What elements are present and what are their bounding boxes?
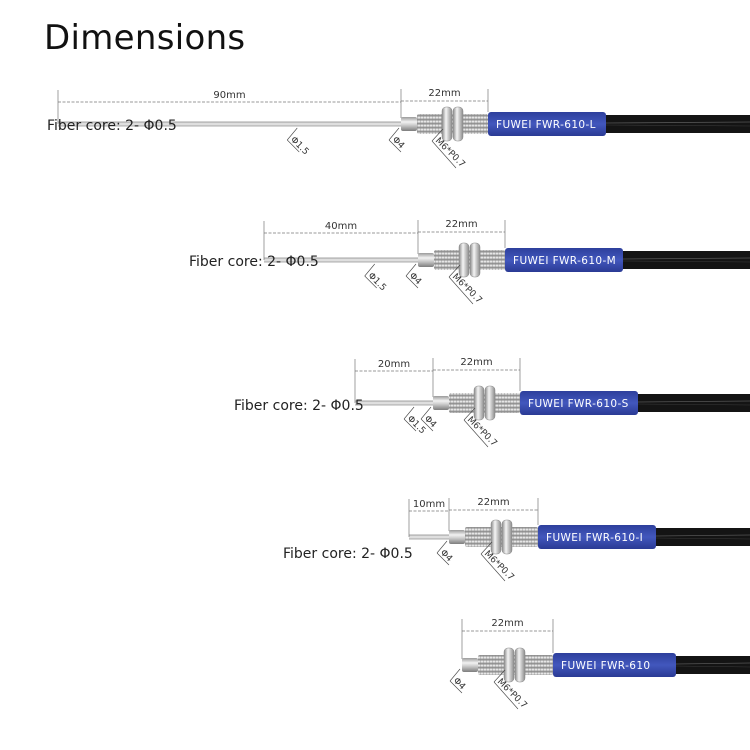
- tip-diameter-label: Φ4: [436, 540, 454, 566]
- probe-length-label: 20mm: [378, 359, 410, 370]
- fiber-core-label: Fiber core: 2- Φ0.5: [47, 118, 177, 134]
- model-sleeve: [553, 653, 676, 677]
- svg-text:Φ4: Φ4: [438, 548, 454, 564]
- svg-text:M6*P0.7: M6*P0.7: [482, 549, 516, 583]
- threaded-body: [465, 527, 538, 547]
- fiber-cable: [652, 528, 750, 546]
- fiber-core-label: Fiber core: 2- Φ0.5: [234, 398, 364, 414]
- lock-nut: [484, 385, 496, 421]
- probe-length-label: 40mm: [325, 221, 357, 232]
- probe-length-dimension: 90mm: [57, 90, 401, 124]
- model-label: FUWEI FWR-610-M: [513, 255, 616, 267]
- lock-nut: [452, 106, 464, 142]
- tip-section: [449, 530, 465, 544]
- svg-text:Φ4: Φ4: [407, 271, 423, 287]
- threaded-body: [449, 393, 520, 413]
- model-label: FUWEI FWR-610-I: [546, 532, 643, 544]
- body-length-dimension: 22mm: [461, 618, 554, 659]
- lock-nut: [501, 519, 513, 555]
- model-sleeve: [520, 391, 638, 415]
- fiber-cable: [619, 251, 750, 269]
- svg-text:M6*P0.7: M6*P0.7: [465, 415, 499, 449]
- model-sleeve: [538, 525, 656, 549]
- model-label: FUWEI FWR-610: [561, 660, 651, 672]
- svg-text:M6*P0.7: M6*P0.7: [450, 272, 484, 306]
- probe-tube: [355, 400, 433, 406]
- body-length-label: 22mm: [445, 219, 477, 230]
- lock-nut: [441, 106, 453, 142]
- probe-length-dimension: 10mm: [408, 499, 449, 537]
- svg-text:Φ1.5: Φ1.5: [288, 135, 310, 157]
- fiber-cable: [634, 394, 750, 412]
- body-length-label: 22mm: [491, 618, 523, 629]
- tip-section: [433, 396, 449, 410]
- model-sleeve: [505, 248, 623, 272]
- threaded-body: [434, 250, 505, 270]
- fiber-cable: [602, 115, 750, 133]
- tip-diameter-label: Φ4: [405, 263, 423, 289]
- body-length-dimension: 22mm: [417, 219, 506, 254]
- lock-nut: [514, 647, 526, 683]
- svg-text:Φ4: Φ4: [390, 135, 406, 151]
- lock-nut: [458, 242, 470, 278]
- fiber-cable: [672, 656, 750, 674]
- model-sleeve: [488, 112, 606, 136]
- tip-section: [401, 117, 417, 131]
- lock-nut: [469, 242, 481, 278]
- body-length-label: 22mm: [428, 88, 460, 99]
- body-length-label: 22mm: [477, 497, 509, 508]
- svg-text:Φ4: Φ4: [451, 676, 467, 692]
- svg-text:Φ1.5: Φ1.5: [366, 271, 388, 293]
- probe-tube: [58, 121, 401, 127]
- svg-text:M6*P0.7: M6*P0.7: [495, 677, 529, 711]
- lock-nut: [473, 385, 485, 421]
- tip-section: [418, 253, 434, 267]
- body-length-dimension: 22mm: [432, 357, 521, 397]
- tip-diameter-label: Φ4: [449, 668, 467, 694]
- fiber-core-label: Fiber core: 2- Φ0.5: [283, 546, 413, 562]
- tip-section: [462, 658, 478, 672]
- body-length-dimension: 22mm: [448, 497, 539, 531]
- threaded-body: [417, 114, 488, 134]
- svg-text:M6*P0.7: M6*P0.7: [433, 136, 467, 170]
- body-length-dimension: 22mm: [400, 88, 489, 118]
- probe-length-dimension: 20mm: [354, 359, 433, 403]
- body-length-label: 22mm: [460, 357, 492, 368]
- fiber-core-label: Fiber core: 2- Φ0.5: [189, 254, 319, 270]
- probe-diameter-label: Φ1.5: [364, 263, 388, 293]
- lock-nut: [490, 519, 502, 555]
- probe-length-label: 90mm: [213, 90, 245, 101]
- probe-length-label: 10mm: [413, 499, 445, 510]
- probe-length-dimension: 40mm: [263, 221, 418, 260]
- probe-tube: [409, 534, 449, 540]
- svg-text:Φ1.5: Φ1.5: [405, 414, 427, 436]
- tip-diameter-label: Φ4: [388, 127, 406, 153]
- probe-diameter-label: Φ1.5: [287, 127, 310, 157]
- model-label: FUWEI FWR-610-L: [496, 119, 596, 131]
- page-title: Dimensions: [44, 18, 246, 58]
- model-label: FUWEI FWR-610-S: [528, 398, 629, 410]
- probe-tube: [264, 257, 418, 263]
- lock-nut: [503, 647, 515, 683]
